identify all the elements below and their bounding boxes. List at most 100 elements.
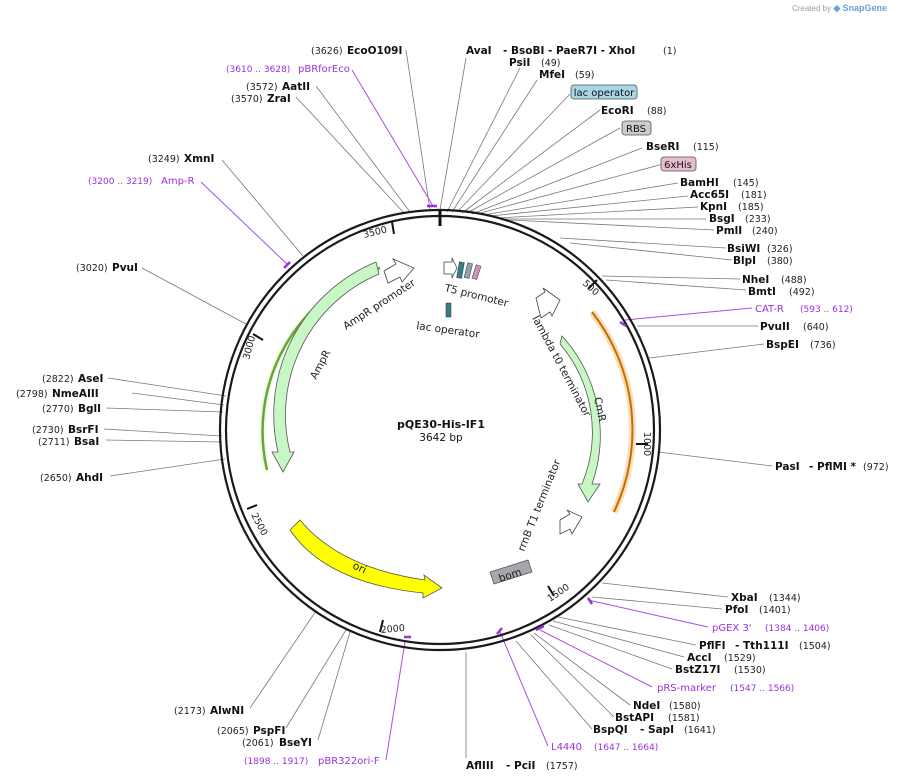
cmr-feature-arrow <box>559 335 601 503</box>
enzyme-pos-xmni: (3249) <box>148 154 180 165</box>
primer-label-pgex3: pGEX 3' <box>712 623 752 634</box>
tick-label-500: 500 <box>580 278 601 298</box>
rbs-badge-box <box>621 120 652 136</box>
enzyme-pos-bstz17i: (1530) <box>734 665 766 676</box>
enzyme-pos-bstapi: (1581) <box>668 713 700 724</box>
enzyme-label-avai: AvaI <box>466 45 492 57</box>
enzyme-label-bmti: BmtI <box>748 286 776 298</box>
enzyme-pos-bmti: (492) <box>789 287 815 298</box>
enzyme-label-ndei: NdeI <box>633 700 660 712</box>
brand-prefix: Created by <box>791 4 832 13</box>
t5-promoter-arrow <box>443 257 458 279</box>
enzyme-pos-alwni: (2173) <box>174 706 206 717</box>
enzyme-label-bseri: BseRI <box>646 141 679 153</box>
ampr-feature-arrow <box>271 261 380 473</box>
enzyme-pos-ecori: (88) <box>647 106 667 117</box>
feature-label-lac-operator: lac operator <box>416 320 481 341</box>
primer-label-pbrforeco: pBRforEco <box>298 64 350 75</box>
enzyme-pos-zrai: (3570) <box>231 94 263 105</box>
bom-feature <box>489 559 533 585</box>
enzyme-pos-nmeaiii: (2798) <box>16 389 48 400</box>
enzyme-label-nhei: NheI <box>742 274 769 286</box>
enzyme-pos-bsrfi: (2730) <box>32 425 64 436</box>
lac-operator-badge-box <box>570 84 638 100</box>
primer-label-cat-r: CAT-R <box>755 304 784 315</box>
primer-label-amp-r: Amp-R <box>161 176 195 187</box>
enzyme-label-pvuii: PvuII <box>760 321 790 333</box>
enzyme-pos-bseri: (115) <box>693 142 719 153</box>
enzyme-pos-bspei: (736) <box>810 340 836 351</box>
lac-operator-box <box>445 302 452 318</box>
enzyme-pos-kpni: (185) <box>738 202 764 213</box>
t5-6xhis-box <box>471 264 482 280</box>
enzyme-label-bspqi: BspQI <box>593 724 628 736</box>
tick-marks <box>246 221 648 633</box>
enzyme-label-acc65i: Acc65I <box>690 189 729 201</box>
enzyme-pos-pfoi: (1401) <box>759 605 791 616</box>
enzyme-pos-nhei: (488) <box>781 275 807 286</box>
enzyme-label-bseyi: BseYI <box>279 737 312 749</box>
primer-label-l4440: L4440 <box>551 742 582 753</box>
primer-leader-lines <box>200 69 753 761</box>
enzyme-label-aatii: AatII <box>282 81 310 93</box>
enzyme-pos-ndei: (1580) <box>669 701 701 712</box>
enzyme-label-alwni: AlwNI <box>210 705 244 717</box>
enzyme-pos-afliii: (1757) <box>546 761 578 772</box>
enzyme-label-bsgi: BsgI <box>709 213 735 225</box>
primer-marks <box>283 204 627 639</box>
enzyme-label-psii: PsiI <box>509 57 530 69</box>
6xhis-badge-box <box>660 156 697 172</box>
enzyme-pos-asei: (2822) <box>42 374 74 385</box>
enzyme-pos-bsiwi: (326) <box>767 244 793 255</box>
enzyme-pos-blpi: (380) <box>767 256 793 267</box>
enzyme-label-zrai: ZraI <box>267 93 291 105</box>
enzyme-label-pspfi: PspFI <box>253 725 285 737</box>
enzyme-label-pmli: PmlI <box>716 225 742 237</box>
ori-feature-arrow <box>289 519 443 599</box>
tick-label-3000: 3000 <box>241 335 258 361</box>
enzyme-pos-bspqi: (1641) <box>684 725 716 736</box>
enzyme-label-pasi-extra: - PflMI * <box>809 461 857 473</box>
enzyme-pos-bgli: (2770) <box>42 404 74 415</box>
enzyme-pos-pvui: (3020) <box>76 263 108 274</box>
t5-lac-operator-box <box>456 261 465 279</box>
tick-label-2000: 2000 <box>380 623 405 636</box>
enzyme-label-acci: AccI <box>687 652 711 664</box>
enzyme-label-bsiwi: BsiWI <box>727 243 760 255</box>
enzyme-label-afliii: AflIII <box>466 760 494 772</box>
enzyme-label-xbai: XbaI <box>731 592 758 604</box>
feature-label-t5-promoter: T5 promoter <box>442 282 510 310</box>
feature-label-ampr: AmpR <box>308 348 333 381</box>
enzyme-pos-pvuii: (640) <box>803 322 829 333</box>
enzyme-pos-bsgi: (233) <box>745 214 771 225</box>
primer-range-cat-r: (593 .. 612) <box>800 305 853 315</box>
cat-primer-arc <box>591 311 634 513</box>
primer-label-prs-marker: pRS-marker <box>657 683 717 694</box>
enzyme-label-pvui: PvuI <box>112 262 138 274</box>
enzyme-leader-lines <box>103 49 773 758</box>
primer-range-pgex3: (1384 .. 1406) <box>765 624 829 634</box>
snapgene-logo-icon: ◆ <box>833 3 841 13</box>
enzyme-label-pflfi: PflFI <box>699 640 726 652</box>
enzyme-label-asei: AseI <box>78 373 103 385</box>
enzyme-pos-aatii: (3572) <box>246 82 278 93</box>
enzyme-pos-acci: (1529) <box>724 653 756 664</box>
enzyme-label-ecori: EcoRI <box>601 105 634 117</box>
enzyme-label-mfei: MfeI <box>539 69 565 81</box>
primer-label-pbr322ori-f: pBR322ori-F <box>318 756 380 767</box>
enzyme-label-ahdi: AhdI <box>76 472 103 484</box>
plasmid-name: pQE30-His-IF1 <box>397 418 485 431</box>
enzyme-pos-bamhi: (145) <box>733 178 759 189</box>
enzyme-pos-bseyi: (2061) <box>242 738 274 749</box>
enzyme-label-ecoo109i: EcoO109I <box>347 45 402 57</box>
enzyme-label-kpni: KpnI <box>700 201 727 213</box>
tick-label-1000: 1000 <box>641 432 652 456</box>
primer-range-pbrforeco: (3610 .. 3628) <box>226 65 290 75</box>
enzyme-pos-psii: (49) <box>541 58 561 69</box>
enzyme-pos-pmli: (240) <box>752 226 778 237</box>
enzyme-label-bstz17i: BstZ17I <box>675 664 720 676</box>
enzyme-pos-pasi: (972) <box>863 462 889 473</box>
t5-rbs-box <box>463 262 473 279</box>
tick-label-3500: 3500 <box>362 224 388 241</box>
enzyme-pos-pspfi: (2065) <box>217 726 249 737</box>
